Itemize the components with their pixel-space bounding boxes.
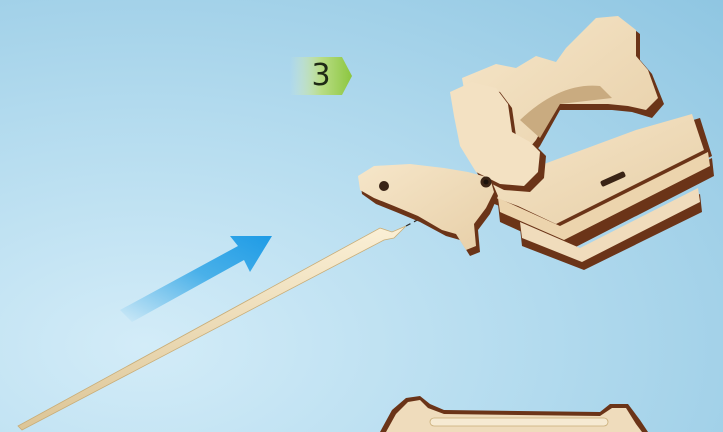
- toothpick-axle: [18, 226, 406, 430]
- wooden-assembly: [358, 16, 714, 270]
- step-number: 3: [302, 57, 340, 95]
- lower-wooden-piece: [380, 396, 648, 432]
